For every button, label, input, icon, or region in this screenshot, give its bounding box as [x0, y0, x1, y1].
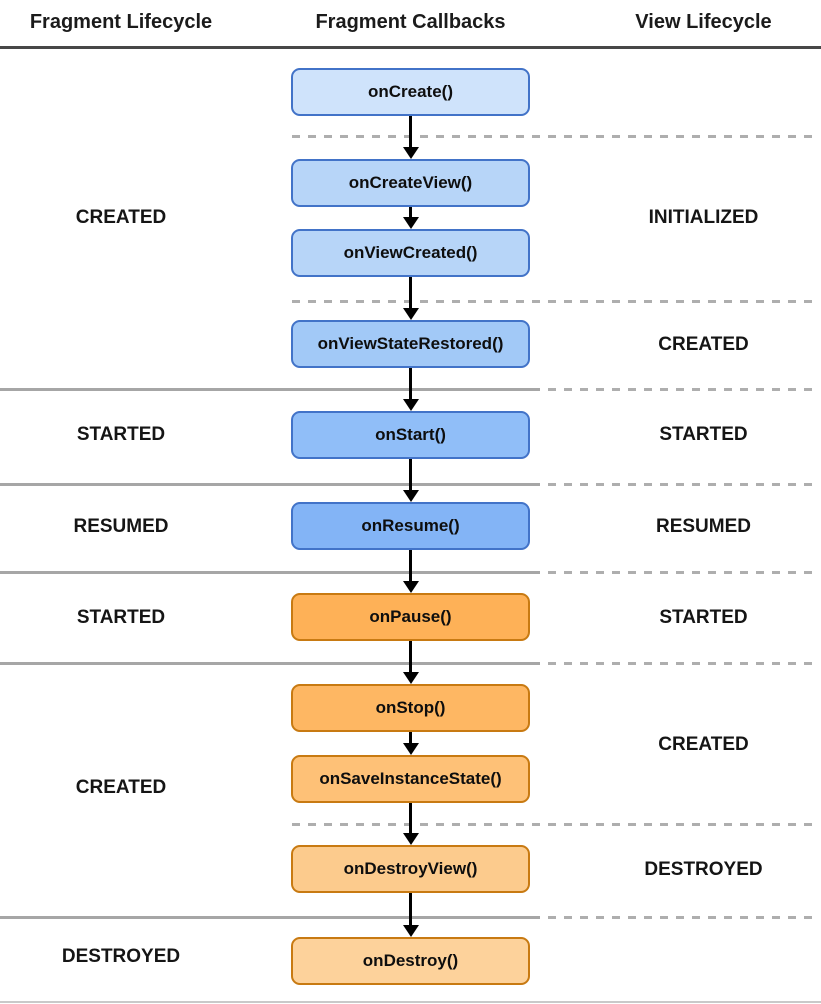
flow-arrowhead-icon — [402, 925, 419, 937]
fragment-state-label-started-1: STARTED — [76, 424, 166, 445]
flow-arrow-stem — [409, 893, 412, 928]
column-title-fragment-lifecycle: Fragment Lifecycle — [29, 11, 213, 33]
callback-box-onStart: onStart() — [291, 411, 530, 459]
fragment-state-label-created-0: CREATED — [75, 207, 167, 228]
callback-box-onCreate: onCreate() — [291, 68, 530, 116]
flow-arrowhead-icon — [402, 581, 419, 593]
flow-arrow-stem — [409, 368, 412, 402]
view-state-divider-dashed — [292, 300, 814, 303]
flow-arrow-stem — [409, 732, 412, 746]
flow-arrowhead-icon — [402, 308, 419, 320]
fragment-state-divider-solid — [0, 662, 540, 665]
fragment-state-divider-solid — [0, 571, 540, 574]
header-divider-line — [0, 46, 821, 49]
flow-arrowhead-icon — [402, 399, 419, 411]
flow-arrow-stem — [409, 550, 412, 584]
fragment-state-label-destroyed-5: DESTROYED — [61, 946, 181, 967]
callback-box-onDestroyView: onDestroyView() — [291, 845, 530, 893]
fragment-state-divider-solid — [0, 483, 540, 486]
flow-arrowhead-icon — [402, 217, 419, 229]
view-state-divider-dashed — [548, 388, 814, 391]
fragment-state-label-resumed-2: RESUMED — [73, 516, 169, 537]
view-state-label-destroyed-6: DESTROYED — [644, 859, 763, 880]
flow-arrowhead-icon — [402, 672, 419, 684]
flow-arrowhead-icon — [402, 743, 419, 755]
view-state-divider-dashed — [292, 823, 814, 826]
flow-arrowhead-icon — [402, 147, 419, 159]
view-state-divider-dashed — [548, 916, 814, 919]
callback-box-onStop: onStop() — [291, 684, 530, 732]
view-state-divider-dashed — [292, 135, 814, 138]
column-title-view-lifecycle: View Lifecycle — [635, 11, 772, 33]
view-state-divider-dashed — [548, 483, 814, 486]
flow-arrowhead-icon — [402, 833, 419, 845]
callback-box-onDestroy: onDestroy() — [291, 937, 530, 985]
callback-box-onResume: onResume() — [291, 502, 530, 550]
fragment-state-label-created-4: CREATED — [75, 777, 167, 798]
view-state-label-started-2: STARTED — [659, 424, 748, 445]
flow-arrowhead-icon — [402, 490, 419, 502]
fragment-state-divider-solid — [0, 916, 540, 919]
flow-arrow-stem — [409, 459, 412, 493]
flow-arrow-stem — [409, 803, 412, 836]
callback-box-onPause: onPause() — [291, 593, 530, 641]
callback-box-onViewStateRestored: onViewStateRestored() — [291, 320, 530, 368]
view-state-label-created-5: CREATED — [658, 734, 749, 755]
column-title-fragment-callbacks: Fragment Callbacks — [315, 11, 506, 33]
callback-box-onViewCreated: onViewCreated() — [291, 229, 530, 277]
callback-box-onCreateView: onCreateView() — [291, 159, 530, 207]
view-state-label-resumed-3: RESUMED — [655, 516, 751, 537]
view-state-label-created-1: CREATED — [658, 334, 749, 355]
flow-arrow-stem — [409, 116, 412, 150]
fragment-state-divider-solid — [0, 388, 540, 391]
callback-box-onSaveInstanceState: onSaveInstanceState() — [291, 755, 530, 803]
fragment-state-label-started-3: STARTED — [76, 607, 166, 628]
view-state-label-initialized-0: INITIALIZED — [648, 207, 759, 228]
view-state-label-started-4: STARTED — [659, 607, 748, 628]
flow-arrow-stem — [409, 277, 412, 311]
flow-arrow-stem — [409, 641, 412, 675]
flow-arrow-stem — [409, 207, 412, 220]
view-state-divider-dashed — [548, 662, 814, 665]
view-state-divider-dashed — [548, 571, 814, 574]
bottom-divider-line — [0, 1001, 821, 1003]
